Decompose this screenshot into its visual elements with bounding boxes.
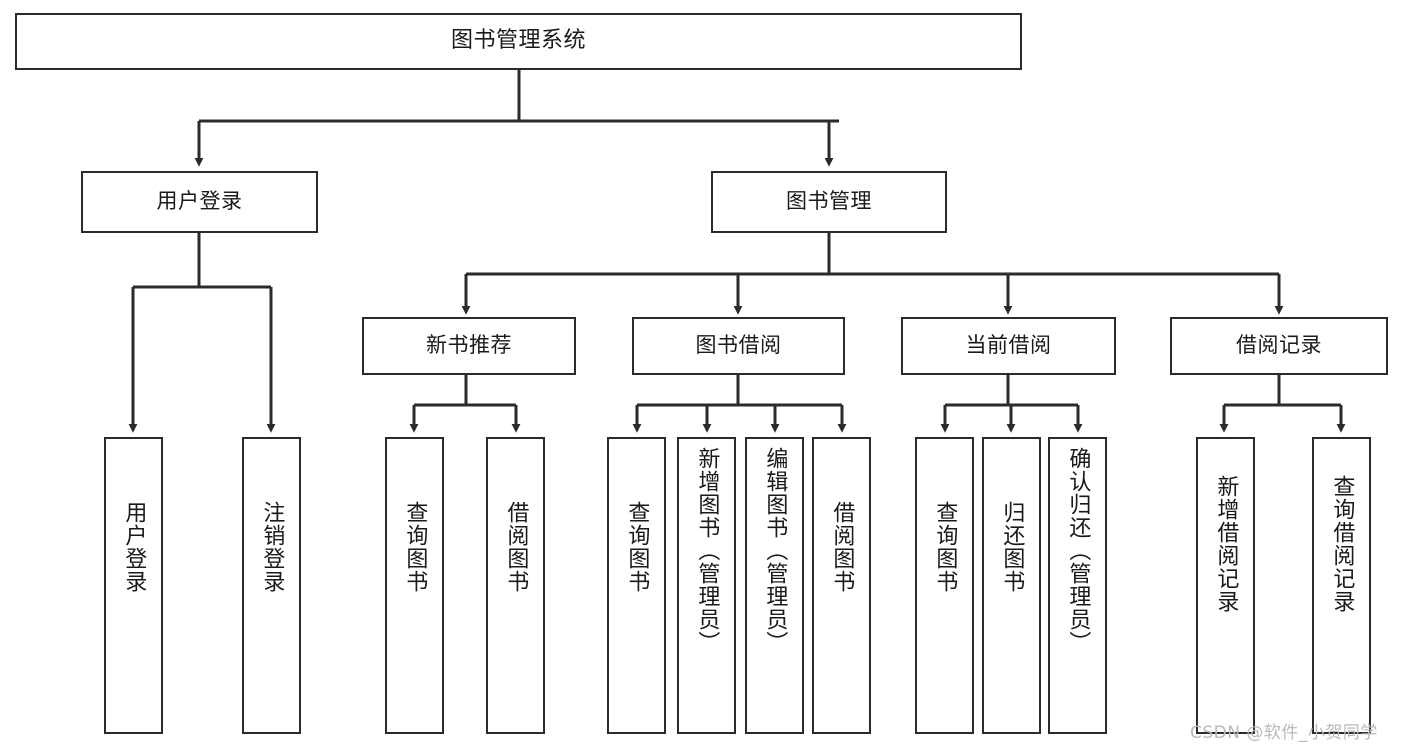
node-leaf-add-book[interactable]: 新增图书（管理员） [677, 437, 736, 734]
node-leaf-borrow-book-recommend-label: 借阅图书 [503, 501, 529, 593]
node-root-label: 图书管理系统 [450, 28, 586, 54]
node-leaf-query-borrow-record[interactable]: 查询借阅记录 [1312, 437, 1371, 734]
node-new-book-recommend[interactable]: 新书推荐 [362, 317, 576, 375]
node-book-management-label: 图书管理 [786, 189, 872, 214]
node-leaf-confirm-return-label: 确认归还（管理员） [1065, 447, 1091, 654]
node-leaf-logout[interactable]: 注销登录 [242, 437, 301, 734]
node-leaf-user-login[interactable]: 用户登录 [104, 437, 163, 734]
node-leaf-query-book-label: 查询图书 [624, 501, 650, 593]
node-leaf-confirm-return[interactable]: 确认归还（管理员） [1048, 437, 1107, 734]
node-leaf-query-book-current[interactable]: 查询图书 [915, 437, 974, 734]
node-leaf-edit-book[interactable]: 编辑图书（管理员） [745, 437, 804, 734]
node-leaf-query-borrow-record-label: 查询借阅记录 [1329, 475, 1355, 613]
node-leaf-add-borrow-record[interactable]: 新增借阅记录 [1196, 437, 1255, 734]
node-borrow-record[interactable]: 借阅记录 [1170, 317, 1388, 375]
node-new-book-recommend-label: 新书推荐 [426, 333, 512, 358]
node-leaf-add-borrow-record-label: 新增借阅记录 [1213, 475, 1239, 613]
node-leaf-borrow-book[interactable]: 借阅图书 [812, 437, 871, 734]
node-leaf-borrow-book-label: 借阅图书 [829, 501, 855, 593]
node-leaf-query-book-recommend-label: 查询图书 [402, 501, 428, 593]
node-leaf-return-book[interactable]: 归还图书 [982, 437, 1041, 734]
node-leaf-logout-label: 注销登录 [259, 501, 285, 593]
node-leaf-borrow-book-recommend[interactable]: 借阅图书 [486, 437, 545, 734]
node-current-borrow-label: 当前借阅 [965, 333, 1052, 358]
node-leaf-edit-book-label: 编辑图书（管理员） [762, 447, 788, 654]
csdn-watermark: CSDN @软件_小贺同学 [1190, 723, 1378, 743]
node-borrow-record-label: 借阅记录 [1236, 333, 1322, 358]
node-leaf-add-book-label: 新增图书（管理员） [694, 447, 720, 654]
node-leaf-user-login-label: 用户登录 [121, 501, 147, 593]
node-user-login[interactable]: 用户登录 [81, 171, 318, 233]
node-leaf-query-book[interactable]: 查询图书 [607, 437, 666, 734]
node-leaf-return-book-label: 归还图书 [999, 501, 1025, 593]
node-current-borrow[interactable]: 当前借阅 [901, 317, 1116, 375]
node-leaf-query-book-current-label: 查询图书 [932, 501, 958, 593]
node-user-login-label: 用户登录 [156, 189, 243, 214]
node-book-borrow-label: 图书借阅 [695, 333, 782, 358]
node-leaf-query-book-recommend[interactable]: 查询图书 [385, 437, 444, 734]
node-book-borrow[interactable]: 图书借阅 [632, 317, 845, 375]
node-root[interactable]: 图书管理系统 [15, 13, 1022, 70]
node-book-management[interactable]: 图书管理 [711, 171, 947, 233]
